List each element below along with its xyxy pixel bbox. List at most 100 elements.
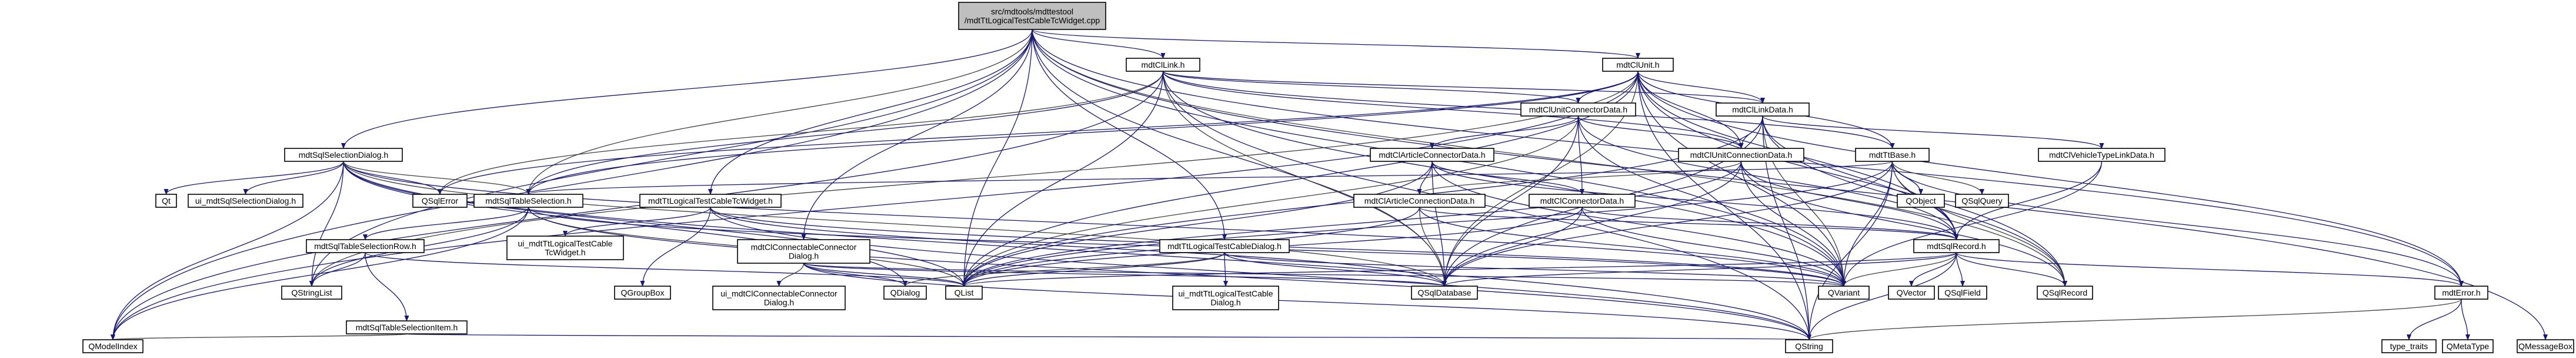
edge-linkh-to-ld: [1162, 71, 1765, 104]
node-label: mdtSqlTableSelectionItem.h: [356, 323, 458, 332]
edge-linkh-to-qlist: [962, 71, 1164, 287]
node-qmodelindex[interactable]: QModelIndex: [82, 339, 144, 353]
node-box: [737, 239, 870, 264]
node-qgroupbox[interactable]: QGroupBox: [614, 286, 671, 300]
node-label: QSqlField: [1944, 288, 1980, 297]
node-sr[interactable]: mdtSqlRecord.h: [1913, 239, 2000, 253]
node-qdialog[interactable]: QDialog: [883, 286, 927, 300]
edge-root-to-ltcw: [708, 29, 1033, 195]
edge-ucd-to-ucnd: [1577, 115, 1744, 149]
edge-sts-to-qmodelindex: [111, 207, 529, 340]
node-label: mdtSqlRecord.h: [1927, 241, 1986, 251]
node-acd[interactable]: mdtClArticleConnectorData.h: [1370, 148, 1494, 162]
edge-ccd-to-uiccd: [776, 263, 805, 287]
edge-ucd-to-qvariant: [1577, 115, 1846, 287]
node-acnd[interactable]: mdtClArticleConnectionData.h: [1353, 194, 1486, 208]
node-label: QList: [955, 288, 974, 297]
edge-ucnd-to-sr: [1740, 161, 1959, 240]
edge-ltcw-to-qsqldatabase: [710, 207, 1447, 287]
node-label: type_traits: [2390, 342, 2428, 351]
node-label: QSqlRecord: [2043, 288, 2087, 297]
node-qstring[interactable]: QString: [1785, 339, 1833, 353]
node-box: [1913, 239, 2000, 253]
edge-acnd-to-qsqldatabase: [1419, 207, 1447, 287]
node-label: QString: [1795, 342, 1823, 351]
node-box: [473, 194, 583, 208]
edge-root-to-ssd: [341, 29, 1033, 149]
node-linkh[interactable]: mdtClLink.h: [1126, 58, 1200, 72]
node-qvariant[interactable]: QVariant: [1818, 286, 1870, 300]
node-typetraits[interactable]: type_traits: [2381, 339, 2437, 353]
node-label: ui_mdtTtLogicalTestCable: [1178, 289, 1273, 299]
edge-stsi-to-qmodelindex: [111, 333, 408, 340]
node-label: QVector: [1897, 288, 1927, 297]
edge-acd-to-qsqldatabase: [1432, 161, 1447, 287]
edge-errorh-to-qstring: [1807, 299, 2462, 340]
node-ssd[interactable]: mdtSqlSelectionDialog.h: [284, 148, 403, 162]
edge-unith-to-ld: [1637, 71, 1765, 104]
node-uiltcd[interactable]: ui_mdtTtLogicalTestCableDialog.h: [1172, 286, 1279, 310]
edge-stsr-to-qlist: [365, 252, 966, 287]
node-ltcw[interactable]: mdtTtLogicalTestCableTcWidget.h: [639, 194, 782, 208]
node-box: [712, 286, 846, 310]
node-qt[interactable]: Qt: [155, 194, 177, 208]
node-label: QMessageBox: [2518, 342, 2572, 351]
edge-ccd-to-qsqldatabase: [803, 263, 1447, 287]
node-box: [284, 148, 403, 162]
node-qsqlerror[interactable]: QSqlError: [412, 194, 468, 208]
node-qsqlrecord[interactable]: QSqlRecord: [2037, 286, 2093, 300]
node-label: /mdtTtLogicalTestCableTcWidget.cpp: [965, 16, 1100, 25]
edge-linkh-to-ucnd: [1162, 71, 1744, 149]
node-box: [1897, 194, 1945, 208]
node-vtld[interactable]: mdtClVehicleTypeLinkData.h: [2038, 148, 2165, 162]
edge-ssd-to-uissd: [243, 161, 344, 195]
edge-sr-to-errorh: [1956, 252, 2464, 287]
node-errorh[interactable]: mdtError.h: [2434, 286, 2488, 300]
node-box: [82, 339, 144, 353]
node-qsqlfield[interactable]: QSqlField: [1938, 286, 1987, 300]
node-root[interactable]: src/mdtools/mdttestool/mdtTtLogicalTestC…: [958, 2, 1106, 30]
node-qlist[interactable]: QList: [945, 286, 983, 300]
node-ucd[interactable]: mdtClUnitConnectorData.h: [1520, 102, 1636, 117]
node-ltcd[interactable]: mdtTtLogicalTestCableDialog.h: [1159, 239, 1290, 253]
node-qstringlist[interactable]: QStringList: [281, 286, 342, 300]
node-qvector[interactable]: QVector: [1888, 286, 1935, 300]
edge-ld-to-sr: [1762, 115, 1959, 240]
node-ttbase[interactable]: mdtTtBase.h: [1855, 148, 1930, 162]
node-qmetatype[interactable]: QMetaType: [2442, 339, 2494, 353]
edge-ttbase-to-qstring: [1807, 161, 1893, 340]
node-qsqlquery[interactable]: QSqlQuery: [1955, 194, 2009, 208]
node-uissd[interactable]: ui_mdtSqlSelectionDialog.h: [188, 194, 303, 208]
edge-sr-to-qsqldatabase: [1442, 252, 1957, 287]
node-sts[interactable]: mdtSqlTableSelection.h: [473, 194, 583, 208]
edge-unith-to-sts: [526, 71, 1639, 195]
node-cd[interactable]: mdtClConnectorData.h: [1529, 194, 1636, 208]
edge-acd-to-sr: [1432, 161, 1959, 240]
node-uiltcw[interactable]: ui_mdtTtLogicalTestCableTcWidget.h: [506, 236, 624, 260]
node-label: mdtTtLogicalTestCableDialog.h: [1167, 241, 1282, 251]
node-box: [2038, 148, 2165, 162]
node-stsr[interactable]: mdtSqlTableSelectionRow.h: [306, 239, 425, 253]
node-ld[interactable]: mdtClLinkData.h: [1716, 102, 1810, 117]
edge-ucnd-to-qsqldatabase: [1442, 161, 1742, 287]
node-label: mdtClConnectorData.h: [1540, 196, 1624, 205]
node-stsi[interactable]: mdtSqlTableSelectionItem.h: [346, 320, 468, 334]
edge-ltcd-to-qsqldatabase: [1224, 252, 1447, 287]
node-box: [1529, 194, 1636, 208]
node-label: mdtSqlTableSelectionRow.h: [314, 241, 416, 251]
node-ucnd[interactable]: mdtClUnitConnectionData.h: [1678, 148, 1804, 162]
node-label: mdtSqlSelectionDialog.h: [299, 150, 389, 160]
node-unith[interactable]: mdtClUnit.h: [1602, 58, 1674, 72]
edge-sr-to-qlist: [962, 252, 1957, 287]
node-box: [2517, 339, 2574, 353]
node-label: mdtClLinkData.h: [1732, 105, 1793, 114]
node-qsqldatabase[interactable]: QSqlDatabase: [1411, 286, 1478, 300]
edge-unith-to-errorh: [1637, 71, 2464, 287]
node-qmessagebox[interactable]: QMessageBox: [2517, 339, 2574, 353]
node-qobject[interactable]: QObject: [1897, 194, 1945, 208]
node-label: QGroupBox: [621, 288, 665, 297]
edge-sr-to-qstring: [1807, 252, 1957, 340]
